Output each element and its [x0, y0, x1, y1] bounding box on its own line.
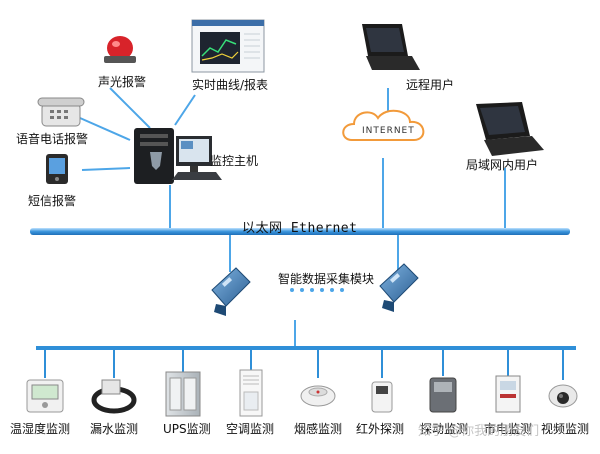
device-label: 空调监测: [226, 422, 275, 436]
monitoring-host-icon: [134, 128, 222, 184]
device-label: 漏水监测: [90, 422, 139, 436]
module-link-dots: [290, 288, 344, 292]
monitor-host-label: 监控主机: [210, 154, 259, 168]
telephone-icon: [37, 97, 85, 127]
remote-user-label: 远程用户: [406, 78, 455, 92]
lan-user-label: 局域网内用户: [466, 158, 539, 172]
acquisition-module-left-icon: [211, 267, 251, 316]
device-label: 烟感监测: [294, 422, 343, 436]
acquisition-module-right-icon: [379, 263, 419, 312]
internet-cloud-icon: [342, 109, 425, 141]
watermark: 知乎 @你我的朋友们: [418, 424, 540, 439]
realtime-chart-label: 实时曲线/报表: [192, 78, 269, 92]
chart-screen-icon: [191, 19, 265, 73]
siren-label: 声光报警: [98, 75, 147, 89]
sms-alarm-label: 短信报警: [28, 194, 77, 208]
air-conditioner-icon: [239, 369, 263, 417]
ups-cabinet-icon: [165, 371, 201, 417]
infrared-detector-icon: [371, 381, 393, 413]
device-label: 探动监测: [420, 422, 469, 436]
water-leak-sensor-icon: [91, 379, 137, 414]
internet-label: INTERNET: [362, 126, 415, 136]
device-label: UPS监测: [163, 422, 211, 436]
ethernet-bus: [30, 228, 570, 235]
device-drops: [44, 350, 564, 380]
device-label: 视频监测: [541, 422, 590, 436]
smoke-detector-icon: [300, 385, 336, 407]
mobile-phone-icon: [46, 154, 68, 184]
acquisition-module-label: 智能数据采集模块: [278, 272, 375, 286]
ethernet-bus-label: 以太网 Ethernet: [242, 221, 358, 236]
device-label: 市电监测: [484, 422, 533, 436]
remote-laptop-icon: [362, 24, 420, 70]
siren-icon: [104, 36, 136, 63]
device-bus: [36, 346, 576, 350]
voice-alarm-label: 语音电话报警: [16, 132, 89, 146]
device-label: 温湿度监测: [10, 422, 71, 436]
connector-lines: [79, 87, 506, 348]
temp-humidity-sensor-icon: [26, 379, 64, 413]
lan-laptop-icon: [476, 102, 544, 156]
vibration-sensor-icon: [429, 377, 457, 413]
mains-power-meter-icon: [495, 375, 521, 413]
device-label: 红外探测: [356, 422, 405, 436]
video-camera-icon: [548, 384, 578, 408]
